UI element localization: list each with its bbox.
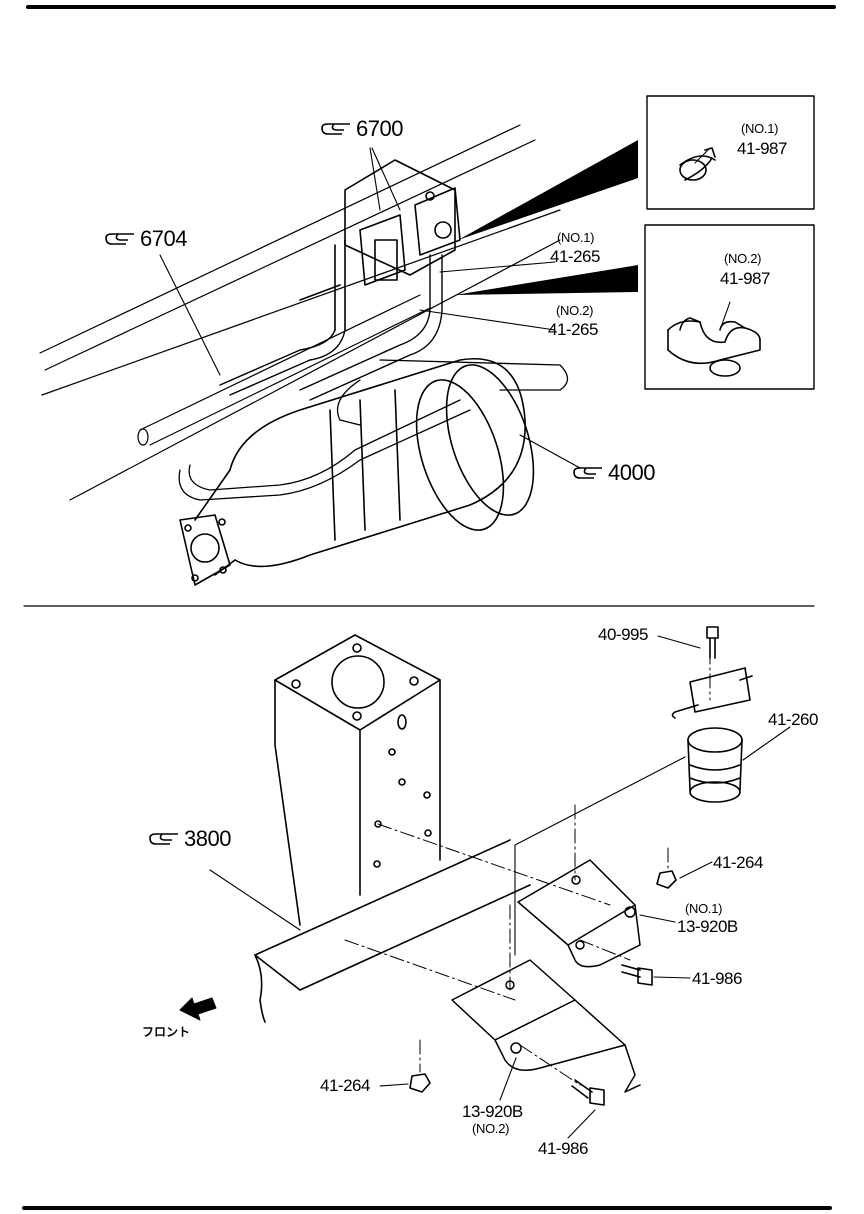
- reference-3800: 3800: [148, 828, 231, 850]
- reference-hand-icon: [105, 233, 134, 245]
- clamp-no2-sub: (NO.2): [724, 251, 762, 266]
- exhaust-valve: [671, 667, 753, 803]
- bracket-no1: [517, 859, 641, 968]
- clamp-no2-part: 41-987: [720, 269, 770, 288]
- bolt-40-995: [706, 626, 719, 659]
- clamp-no2-illustration: [667, 317, 761, 377]
- clamp-no1-sub: (NO.1): [741, 121, 779, 136]
- cross-member: [254, 839, 531, 1023]
- frame-column: [274, 634, 441, 926]
- bracket-no1-sub: (NO.1): [685, 901, 723, 916]
- nut-right: [656, 870, 677, 889]
- bracket-no2-part: 13-920B: [462, 1102, 523, 1121]
- hose-no1-sub: (NO.1): [557, 230, 595, 245]
- hose-no2-sub: (NO.2): [556, 303, 594, 318]
- frame-rails: [39, 124, 561, 501]
- hoses: [219, 254, 443, 401]
- nut-right-part: 41-264: [713, 853, 763, 872]
- front-label: フロント: [142, 1025, 191, 1039]
- reference-4000: 4000: [572, 462, 655, 484]
- bolt-top-part: 40-995: [598, 625, 648, 644]
- clamp-no1-part: 41-987: [737, 139, 787, 158]
- inset-box-clamp-no1: [646, 95, 815, 210]
- dpf-cylinder: [179, 358, 535, 586]
- reference-hand-icon: [149, 833, 178, 845]
- bolt-bottom: [571, 1079, 605, 1106]
- clamp-no1-illustration: [679, 147, 716, 181]
- front-arrow-icon: [179, 997, 217, 1021]
- nut-left: [409, 1073, 431, 1093]
- nut-left-part: 41-264: [320, 1076, 370, 1095]
- bolt-right: [621, 964, 653, 986]
- reference-6700: 6700: [320, 118, 403, 140]
- inset-pointer-2: [455, 265, 638, 295]
- reference-hand-icon: [321, 123, 350, 135]
- reference-hand-icon: [573, 467, 602, 479]
- hose-no1-part: 41-265: [550, 247, 600, 266]
- leader-lines-bottom: [209, 635, 791, 1139]
- pipework: [178, 359, 569, 501]
- bolt-right-part: 41-986: [692, 969, 742, 988]
- bracket-no1-part: 13-920B: [677, 917, 738, 936]
- bolt-bottom-part: 41-986: [538, 1139, 588, 1158]
- bracket-no2: [451, 959, 641, 1093]
- valve-part: 41-260: [768, 710, 818, 729]
- reference-6704: 6704: [104, 228, 187, 250]
- inset-box-clamp-no2: [644, 224, 815, 390]
- bracket-no2-sub: (NO.2): [472, 1121, 510, 1136]
- pressure-sensor-assembly: [299, 159, 461, 331]
- inset-pointer-1: [458, 140, 638, 240]
- hose-no2-part: 41-265: [548, 320, 598, 339]
